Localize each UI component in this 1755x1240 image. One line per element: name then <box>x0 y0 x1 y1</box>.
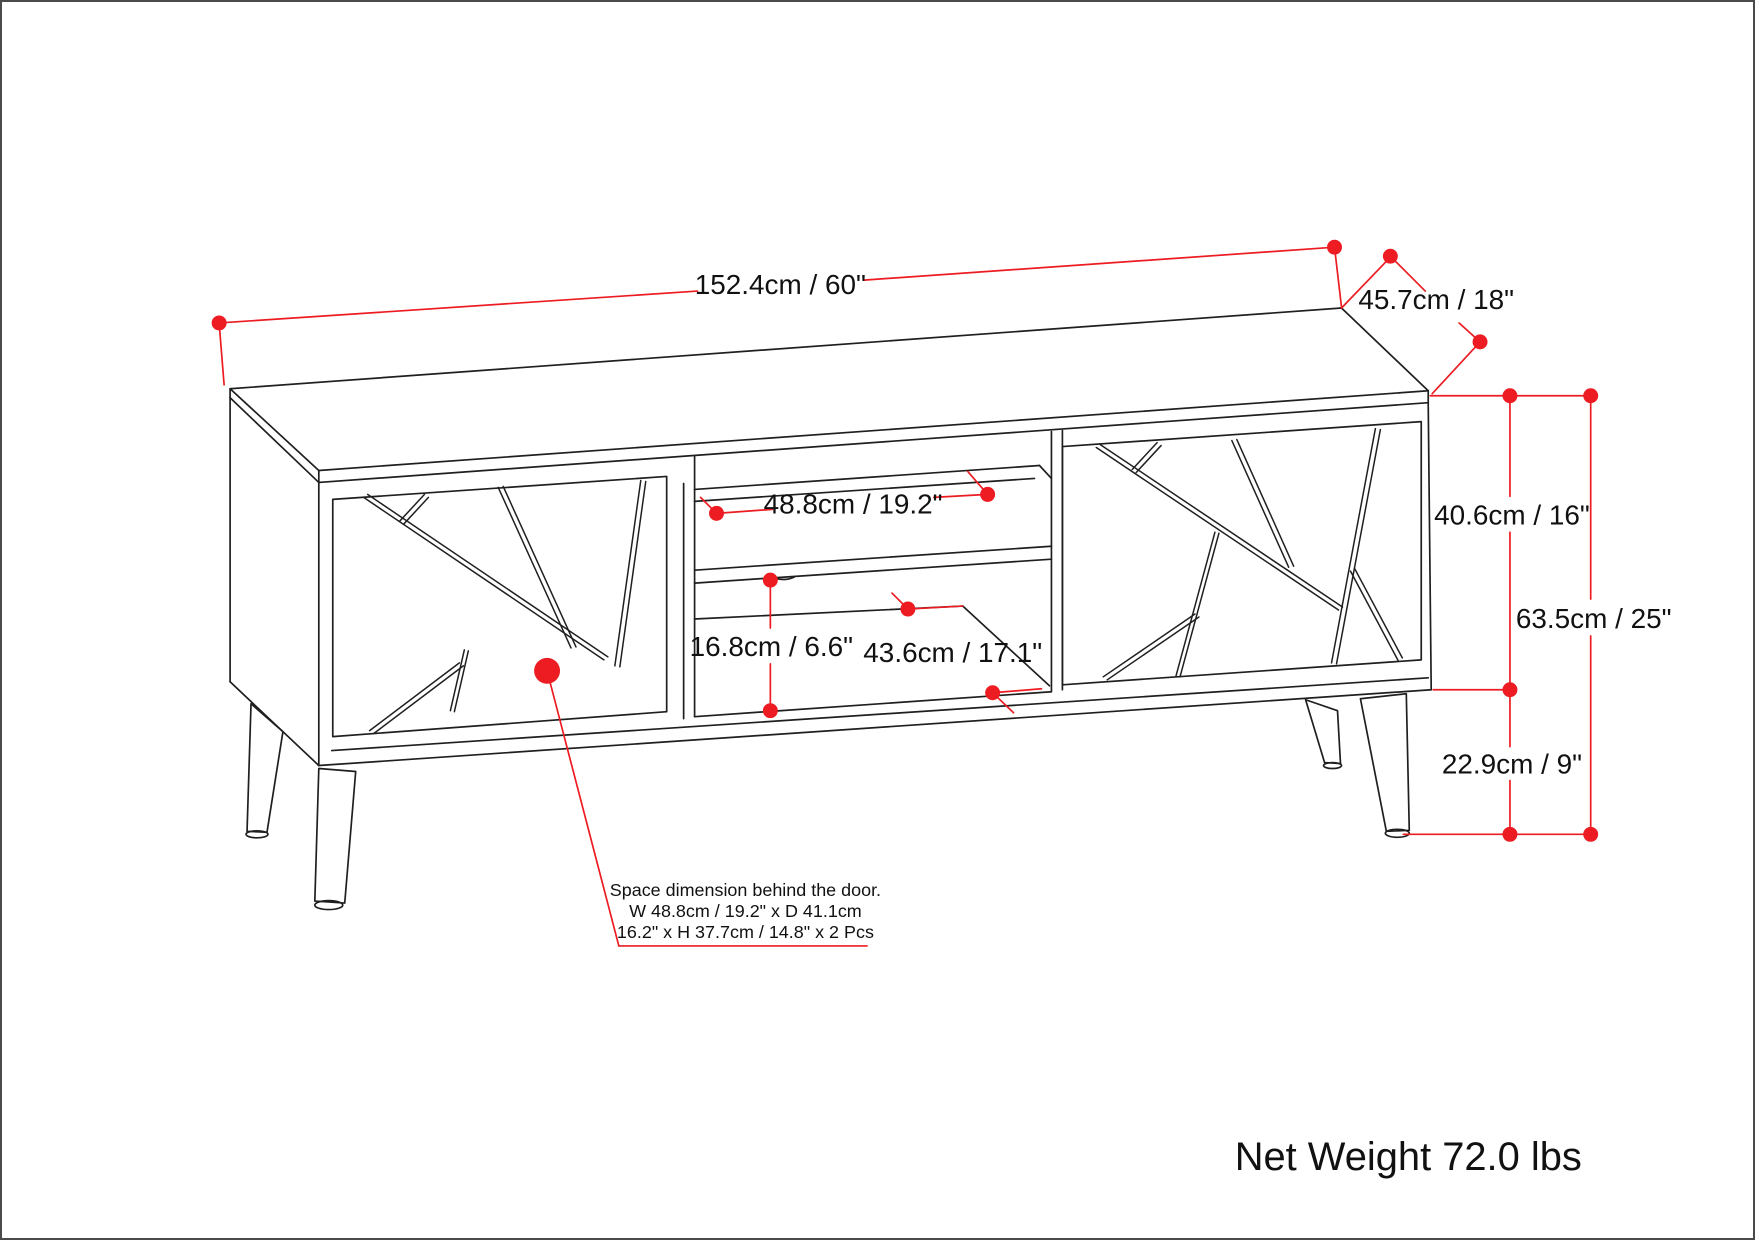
dim-overall-height-label: 63.5cm / 25" <box>1516 603 1672 634</box>
right-door <box>1061 420 1423 686</box>
right-door-pattern <box>1095 427 1404 681</box>
door-note-line3: 16.2" x H 37.7cm / 14.8" x 2 Pcs <box>617 922 874 942</box>
legs <box>245 692 1411 911</box>
left-door <box>331 475 668 738</box>
dim-cabinet-height-label: 40.6cm / 16" <box>1434 499 1590 530</box>
shelf-width-dimension: 48.8cm / 19.2" <box>699 470 996 521</box>
leg-front-left <box>313 767 357 904</box>
net-weight-label: Net Weight 72.0 lbs <box>1235 1135 1582 1179</box>
cabinet-outline <box>229 307 1433 767</box>
dim-leg-height-label: 22.9cm / 9" <box>1442 749 1582 780</box>
leg-front-right <box>1359 692 1411 833</box>
door-note-line1: Space dimension behind the door. <box>610 880 881 900</box>
door-space-note: Space dimension behind the door. W 48.8c… <box>546 669 881 947</box>
shelf-gap-dimension: 16.8cm / 6.6" <box>690 572 853 719</box>
overall-width-dimension: 152.4cm / 60" <box>211 239 1343 386</box>
overall-height-dimension: 63.5cm / 25" <box>1402 394 1672 842</box>
interior-depth-dimension: 43.6cm / 17.1" <box>863 592 1043 714</box>
overall-depth-dimension: 45.7cm / 18" <box>1340 248 1514 395</box>
cabinet-height-dimension: 40.6cm / 16" <box>1429 388 1599 698</box>
door-note-line2: W 48.8cm / 19.2" x D 41.1cm <box>629 901 862 921</box>
dim-interior-depth-label: 43.6cm / 17.1" <box>863 637 1042 668</box>
dim-overall-width-label: 152.4cm / 60" <box>695 269 866 300</box>
dim-shelf-width-label: 48.8cm / 19.2" <box>764 488 943 519</box>
leg-height-dimension: 22.9cm / 9" <box>1442 688 1582 836</box>
dim-shelf-gap-label: 16.8cm / 6.6" <box>690 631 853 662</box>
left-door-pattern <box>362 479 647 735</box>
dim-overall-depth-label: 45.7cm / 18" <box>1358 284 1514 315</box>
leg-back-right <box>1304 698 1342 765</box>
leg-back-left <box>246 702 284 834</box>
